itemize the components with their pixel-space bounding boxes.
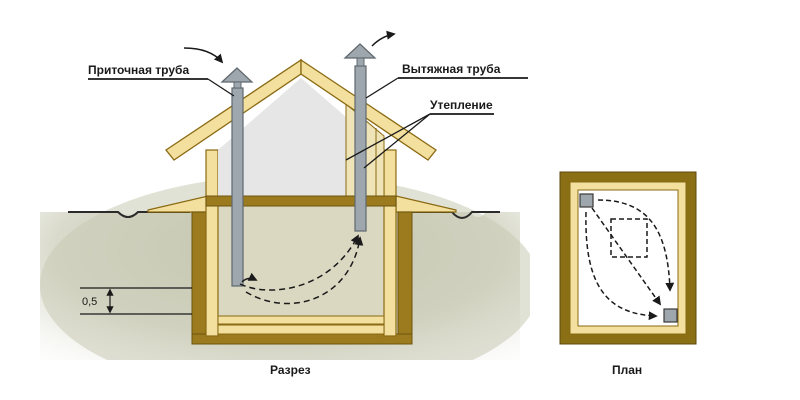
plan-caption: План: [612, 363, 642, 377]
plan-hatch: [610, 218, 648, 258]
supply-pipe-cap: [220, 67, 254, 83]
exhaust-pipe-cap: [343, 43, 377, 59]
ceiling-beam: [205, 195, 397, 207]
exhaust-pipe: [354, 65, 367, 232]
plan-airflow-diagonal: [591, 207, 662, 306]
air-in-arrow: [183, 47, 224, 64]
basement-wall-left: [191, 211, 207, 345]
basement-wall-right: [397, 211, 413, 345]
section-caption: Разрез: [270, 363, 311, 377]
basement-floor-slab: [191, 333, 413, 345]
airflow-inlet-arrow: [241, 272, 258, 283]
frame-post-right: [383, 149, 397, 337]
plan-floor: [577, 189, 679, 327]
insulation-label: Утепление: [430, 98, 493, 112]
plan-supply-pipe: [579, 193, 594, 208]
plan-airflow-top: [597, 199, 675, 292]
plan-airflow-bottom: [585, 211, 658, 321]
roof-right: [300, 58, 437, 161]
plan-exhaust-pipe: [663, 308, 678, 323]
height-mark-label: 0,5: [82, 296, 97, 308]
frame-post-left: [205, 149, 219, 337]
air-out-arrow: [371, 30, 396, 47]
airflow-arrow-inner: [239, 234, 359, 291]
exhaust-pipe-label: Вытяжная труба: [402, 62, 501, 76]
airflow-arrow-outer: [245, 236, 364, 305]
floor-board-lower: [217, 324, 385, 335]
supply-pipe-label: Приточная труба: [88, 63, 189, 77]
floor-board-upper: [217, 315, 385, 325]
attic-space: [218, 78, 384, 196]
supply-pipe: [231, 87, 244, 287]
